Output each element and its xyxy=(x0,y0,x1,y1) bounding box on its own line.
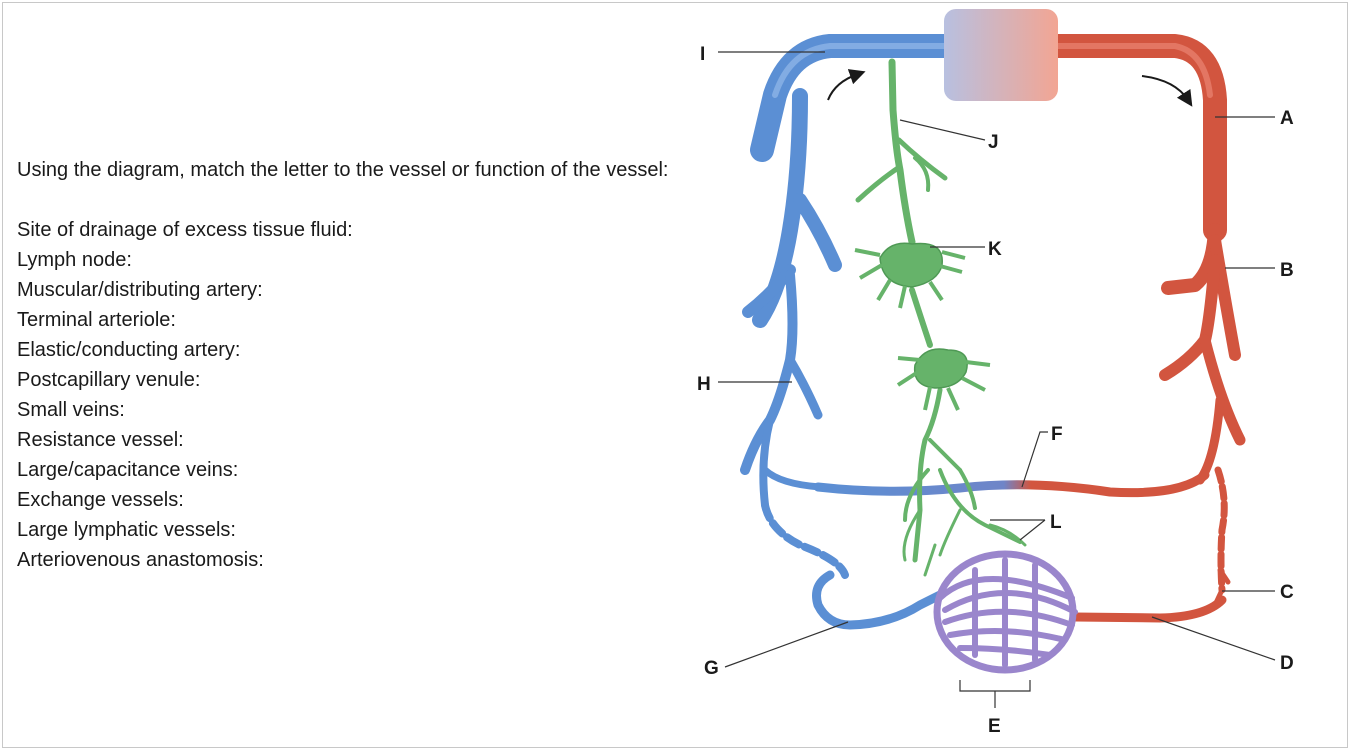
large-lymphatic-j xyxy=(888,58,916,246)
elastic-artery-a xyxy=(1046,34,1227,242)
match-item-lymph-node: Lymph node: xyxy=(17,249,132,271)
match-item-terminal-arteriole: Terminal arteriole: xyxy=(17,309,176,331)
venule-g xyxy=(812,570,945,630)
match-item-elastic-artery: Elastic/conducting artery: xyxy=(17,339,241,361)
match-item-exchange-vessels: Exchange vessels: xyxy=(17,489,184,511)
leader-lines xyxy=(718,51,1276,708)
venous-vessels xyxy=(740,34,962,630)
label-i: I xyxy=(700,44,705,65)
match-item-drainage: Site of drainage of excess tissue fluid: xyxy=(17,219,353,241)
lymph-node-k xyxy=(854,242,966,309)
label-f: F xyxy=(1051,424,1063,445)
capillary-bed-e xyxy=(933,550,1078,674)
arteriole-d xyxy=(1070,595,1227,623)
label-l: L xyxy=(1050,512,1062,533)
flow-arrow-left xyxy=(827,69,866,101)
match-item-postcapillary-venule: Postcapillary venule: xyxy=(17,369,201,391)
match-item-av-anastomosis: Arteriovenous anastomosis: xyxy=(17,549,264,571)
match-item-small-veins: Small veins: xyxy=(17,399,125,421)
label-h: H xyxy=(697,374,711,395)
lymphatic-vessels xyxy=(855,58,1027,577)
arteriovenous-anastomosis-f xyxy=(813,470,1210,498)
diagram-labels: A B C D E F G H I J K L xyxy=(697,44,1294,737)
label-d: D xyxy=(1280,653,1294,674)
question-prompt: Using the diagram, match the letter to t… xyxy=(17,159,669,181)
label-g: G xyxy=(704,658,719,679)
label-e: E xyxy=(988,716,1001,737)
label-a: A xyxy=(1280,108,1294,129)
label-c: C xyxy=(1280,582,1294,603)
heart-block xyxy=(944,9,1058,101)
label-b: B xyxy=(1280,260,1294,281)
postcapillary-venule-dashed xyxy=(761,501,849,579)
flow-arrow-right xyxy=(1141,75,1193,107)
match-item-resistance-vessel: Resistance vessel: xyxy=(17,429,184,451)
label-j: J xyxy=(988,132,999,153)
lymphatic-capillary-l xyxy=(938,468,1022,544)
large-vein-i xyxy=(750,34,962,162)
question-panel: Using the diagram, match the letter to t… xyxy=(17,155,677,575)
match-item-large-lymphatics: Large lymphatic vessels: xyxy=(17,519,236,541)
match-item-large-veins: Large/capacitance veins: xyxy=(17,459,239,481)
match-item-list: Site of drainage of excess tissue fluid:… xyxy=(17,215,677,575)
lymph-node-lower xyxy=(896,348,991,411)
vein-branch-side xyxy=(793,193,842,272)
label-k: K xyxy=(988,239,1002,260)
arterial-vessels xyxy=(1046,34,1246,623)
small-vein-h xyxy=(740,270,798,475)
match-item-muscular-artery: Muscular/distributing artery: xyxy=(17,279,263,301)
